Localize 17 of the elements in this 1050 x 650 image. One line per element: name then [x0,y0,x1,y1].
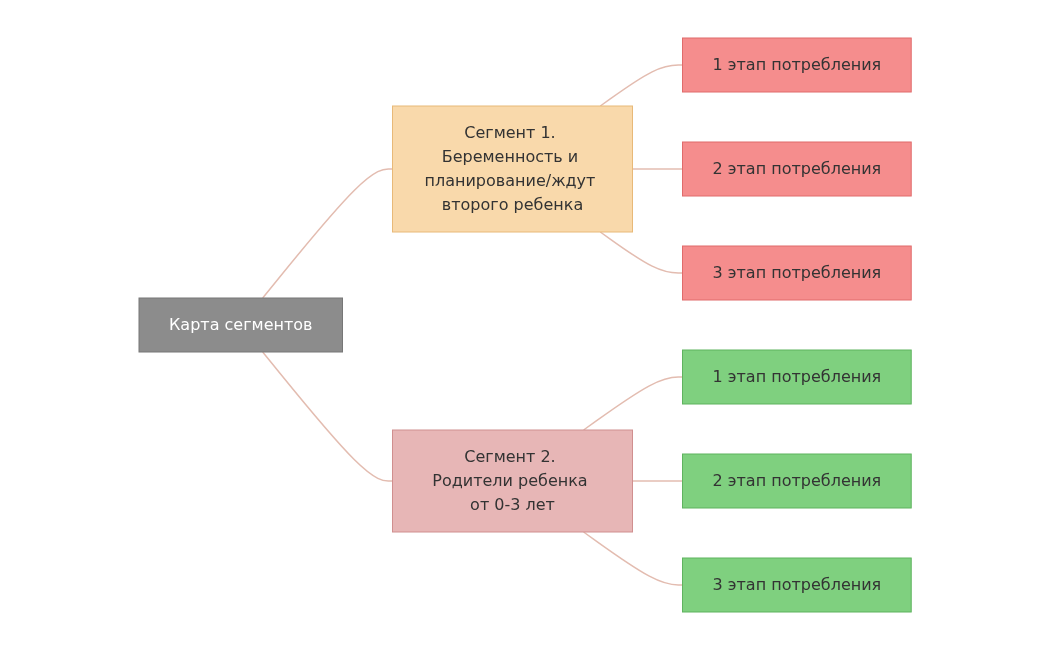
connector [261,351,394,482]
node-box: 2 этап потребления [681,141,912,197]
connector [599,64,684,107]
node-box: Сегмент 2. Родители ребенка от 0-3 лет [391,429,633,533]
node-box: Карта сегментов [138,297,343,353]
connector [261,168,394,299]
connector [631,480,684,482]
node-box: 3 этап потребления [681,245,912,301]
connector [599,231,684,274]
connector [582,376,684,431]
node-box: 3 этап потребления [681,557,912,613]
node-box: Сегмент 1. Беременность и планирование/ждут второго ребенка [391,105,633,233]
node-box: 1 этап потребления [681,349,912,405]
node-box: 2 этап потребления [681,453,912,509]
node-box: 1 этап потребления [681,37,912,93]
connector [631,168,684,170]
connector [582,531,684,586]
